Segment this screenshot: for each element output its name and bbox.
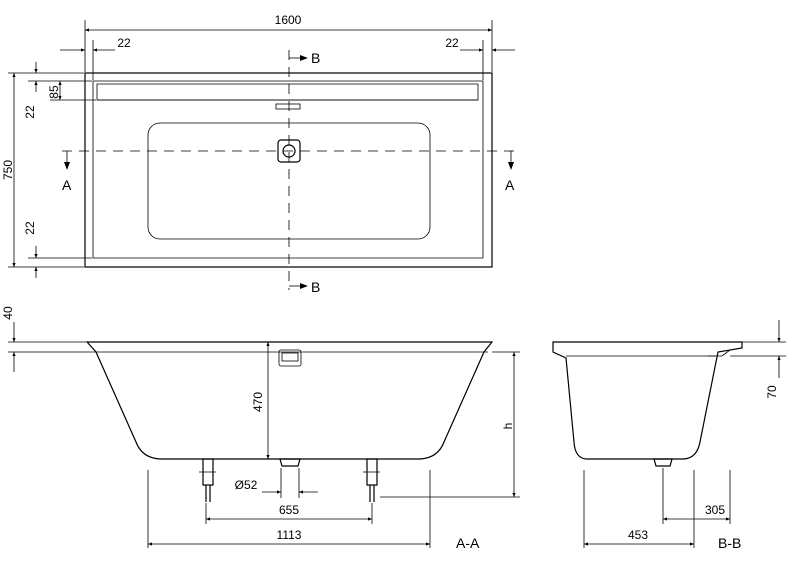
left-rim-dimension: 22 xyxy=(117,36,131,50)
left-foot-icon xyxy=(199,458,216,502)
section-a-left-label: A xyxy=(62,177,72,193)
section-a-right-label: A xyxy=(505,177,515,193)
overall-length-dimension: 1600 xyxy=(275,13,302,27)
rim-top-dimension: 22 xyxy=(23,105,37,119)
rim-bottom-dimension: 22 xyxy=(23,221,37,235)
base-width-dimension: 453 xyxy=(628,528,648,542)
overflow-height-dimension: 70 xyxy=(765,385,779,399)
top-view: B B A A 1600 22 22 750 22 xyxy=(1,13,515,295)
back-rim-dimension: 85 xyxy=(47,85,61,99)
section-bb-label: B-B xyxy=(718,535,741,551)
depth-dimension: 470 xyxy=(251,392,265,412)
drain-section-icon xyxy=(279,458,301,467)
feet-spacing-dimension: 655 xyxy=(279,503,299,517)
drain-bb-icon xyxy=(653,458,673,467)
section-aa-label: A-A xyxy=(456,535,480,551)
section-b-bottom-label: B xyxy=(311,279,320,295)
overflow-icon xyxy=(275,103,301,110)
tub-inner-rim xyxy=(92,80,484,259)
section-b-top-label: B xyxy=(311,50,320,66)
section-aa-view: 40 470 h Ø52 655 1113 A-A xyxy=(1,306,520,551)
back-shelf xyxy=(96,83,479,101)
drain-offset-dimension: 305 xyxy=(705,503,725,517)
section-bb-view: 70 305 453 B-B xyxy=(552,320,786,551)
right-rim-dimension: 22 xyxy=(445,36,459,50)
drain-diameter-dimension: Ø52 xyxy=(235,478,258,492)
overflow-bb-icon xyxy=(708,349,731,357)
tub-section-bb-outline xyxy=(552,341,743,460)
width-dimension: 750 xyxy=(1,160,15,180)
tub-section-aa-outline xyxy=(85,341,494,460)
base-length-dimension: 1113 xyxy=(277,528,302,542)
right-foot-icon xyxy=(363,458,380,502)
overflow-section-icon xyxy=(278,349,302,367)
tub-outer-rim xyxy=(84,72,493,268)
height-dimension: h xyxy=(501,423,515,430)
rim-thickness-dimension: 40 xyxy=(1,306,15,320)
